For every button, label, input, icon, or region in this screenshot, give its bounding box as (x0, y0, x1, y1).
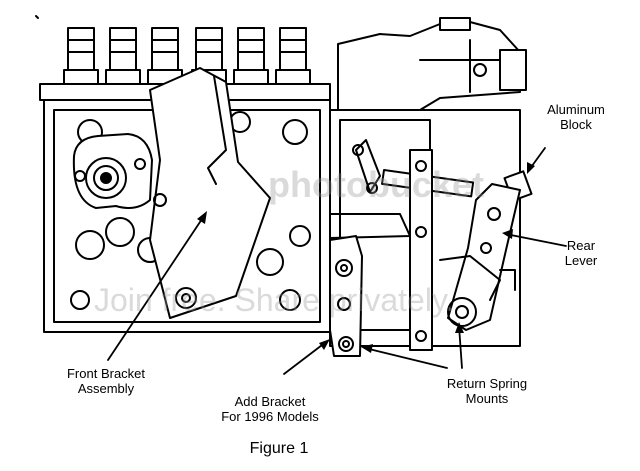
injector-fitting (63, 27, 99, 85)
injector-fittings (63, 27, 311, 85)
added-bracket (329, 235, 363, 357)
injector-fitting (147, 27, 183, 85)
label-return-spring: Return Spring Mounts (446, 376, 528, 406)
rear-lever-part (439, 183, 521, 331)
governor-housing (337, 17, 527, 111)
injector-fitting (105, 27, 141, 85)
injector-fitting (233, 27, 269, 85)
label-front-bracket: Front Bracket Assembly (66, 366, 146, 396)
figure-caption: Figure 1 (249, 440, 309, 457)
label-rear-lever: Rear Lever (564, 238, 598, 268)
throttle-lever (72, 133, 167, 209)
label-add-bracket: Add Bracket For 1996 Models (221, 394, 319, 424)
watermark-tagline: Join free. Share privately. (94, 282, 455, 318)
leader-arrows (107, 147, 567, 375)
label-aluminum-block: Aluminum Block (547, 102, 605, 132)
injector-fitting (275, 27, 311, 85)
watermark-logo: photobucket (268, 164, 484, 205)
